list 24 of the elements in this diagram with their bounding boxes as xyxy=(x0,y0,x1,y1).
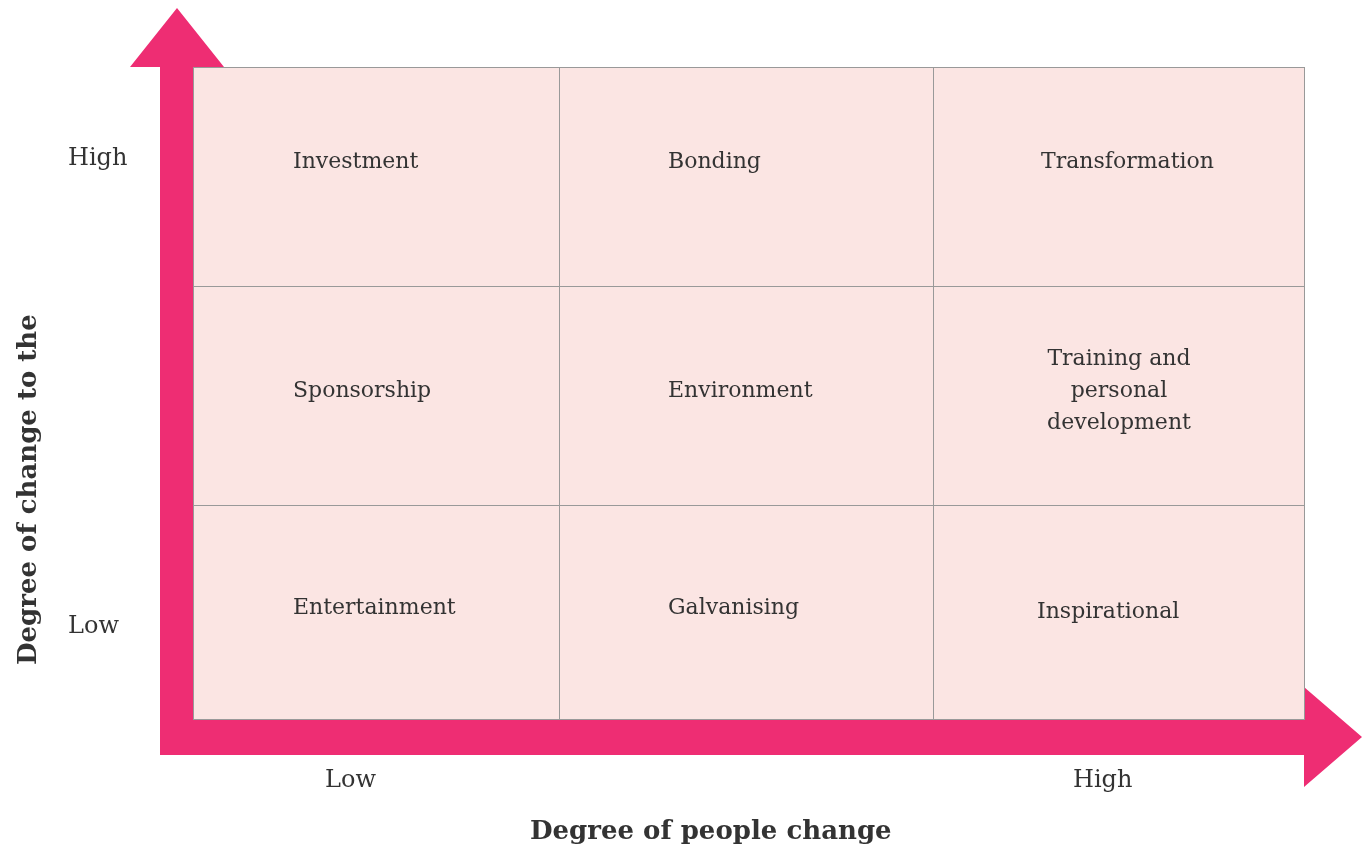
matrix-cell xyxy=(193,505,560,720)
matrix-cell xyxy=(559,505,934,720)
axis-tick-label: High xyxy=(1073,765,1133,793)
matrix-cell xyxy=(559,286,934,506)
cell-label: Entertainment xyxy=(293,592,456,621)
cell-label: Transformation xyxy=(1041,147,1214,175)
axis-title: Degree of change to the xyxy=(12,314,42,665)
axis-tick-label: Low xyxy=(325,765,376,793)
axis-title: Degree of people change xyxy=(530,815,892,845)
matrix-cell xyxy=(933,505,1305,720)
matrix-cell xyxy=(933,286,1305,506)
matrix-cell xyxy=(933,67,1305,287)
axis-tick-label: High xyxy=(68,143,128,171)
cell-label: Inspirational xyxy=(1037,596,1180,625)
cell-label: Environment xyxy=(668,376,813,404)
matrix-cell xyxy=(193,286,560,506)
cell-label: Galvanising xyxy=(668,592,800,621)
matrix-cell xyxy=(193,67,560,287)
cell-label: Bonding xyxy=(668,147,761,175)
matrix-cell xyxy=(559,67,934,287)
cell-label: Sponsorship xyxy=(293,376,432,404)
cell-label: Investment xyxy=(293,147,419,175)
axis-tick-label: Low xyxy=(68,611,119,639)
cell-label: Training and personal development xyxy=(1046,344,1192,436)
